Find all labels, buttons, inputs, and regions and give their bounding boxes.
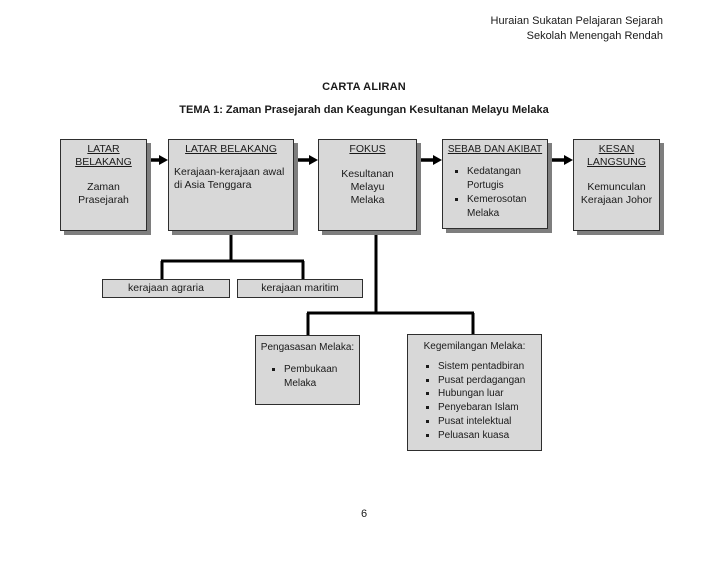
box-heading: LATAR BELAKANG: [169, 140, 293, 156]
box-heading: Pengasasan Melaka:: [260, 342, 355, 353]
connector-latar2-branch: [160, 231, 305, 279]
flow-arrow-1: [148, 155, 168, 165]
box-heading-text: LATAR BELAKANG: [75, 143, 132, 168]
connector-fokus-branch: [306, 231, 475, 335]
box-heading-text: LATAR BELAKANG: [185, 143, 277, 155]
box-body: Kerajaan-kerajaan awal di Asia Tenggara: [174, 166, 285, 191]
bullet-item: Hubungan luar: [438, 388, 541, 402]
flow-box-kesan-langsung: KESAN LANGSUNG Kemunculan Kerajaan Johor: [573, 139, 660, 231]
page-header: Huraian Sukatan Pelajaran Sejarah Sekola…: [491, 14, 663, 43]
bullet-item: Kemerosotan Melaka: [467, 193, 547, 221]
branch-box-kerajaan-maritim: kerajaan maritim: [237, 279, 363, 298]
box-heading-text: KESAN LANGSUNG: [587, 143, 646, 168]
box-heading: KESAN LANGSUNG: [574, 140, 659, 169]
box-bullet-list: Pembukaan Melaka: [256, 363, 359, 391]
flow-box-latar-belakang-2: LATAR BELAKANG Kerajaan-kerajaan awal di…: [168, 139, 294, 231]
box-heading: LATAR BELAKANG: [61, 140, 146, 169]
box-heading: FOKUS: [319, 140, 416, 156]
flow-arrow-3: [419, 155, 442, 165]
box-body: Kemunculan Kerajaan Johor: [580, 181, 653, 206]
bullet-item: Peluasan kuasa: [438, 430, 541, 444]
flow-box-sebab-dan-akibat: SEBAB DAN AKIBAT Kedatangan Portugis Kem…: [442, 139, 548, 229]
box-bullet-list: Kedatangan Portugis Kemerosotan Melaka: [443, 165, 547, 221]
bullet-item: Pembukaan Melaka: [284, 363, 359, 391]
chart-title: CARTA ALIRAN: [322, 81, 406, 93]
detail-box-pengasasan-melaka: Pengasasan Melaka: Pembukaan Melaka: [255, 335, 360, 405]
box-heading-text: SEBAB DAN AKIBAT: [447, 144, 543, 155]
bullet-item: Sistem pentadbiran: [438, 361, 541, 375]
theme-title: TEMA 1: Zaman Prasejarah dan Keagungan K…: [179, 104, 549, 116]
box-heading: Kegemilangan Melaka:: [423, 341, 526, 352]
box-heading-text: FOKUS: [349, 143, 386, 155]
bullet-item: Pusat perdagangan: [438, 375, 541, 389]
page-number: 6: [360, 508, 368, 520]
page-header-line1: Huraian Sukatan Pelajaran Sejarah: [490, 15, 663, 27]
page-header-line2: Sekolah Menengah Rendah: [526, 29, 663, 42]
flow-arrow-2: [296, 155, 318, 165]
flow-box-fokus: FOKUS Kesultanan Melayu Melaka: [318, 139, 417, 231]
flow-arrow-4: [550, 155, 573, 165]
bullet-item: Penyebaran Islam: [438, 402, 541, 416]
box-heading: SEBAB DAN AKIBAT: [443, 140, 547, 156]
bullet-item: Pusat intelektual: [438, 416, 541, 430]
bullet-item: Kedatangan Portugis: [467, 165, 547, 193]
branch-box-kerajaan-agraria: kerajaan agraria: [102, 279, 230, 298]
box-bullet-list: Sistem pentadbiran Pusat perdagangan Hub…: [408, 361, 541, 443]
box-body: Kesultanan Melayu Melaka: [341, 168, 394, 206]
detail-box-kegemilangan-melaka: Kegemilangan Melaka: Sistem pentadbiran …: [407, 334, 542, 451]
flow-box-latar-belakang-1: LATAR BELAKANG Zaman Prasejarah: [60, 139, 147, 231]
box-body: Zaman Prasejarah: [78, 181, 129, 206]
